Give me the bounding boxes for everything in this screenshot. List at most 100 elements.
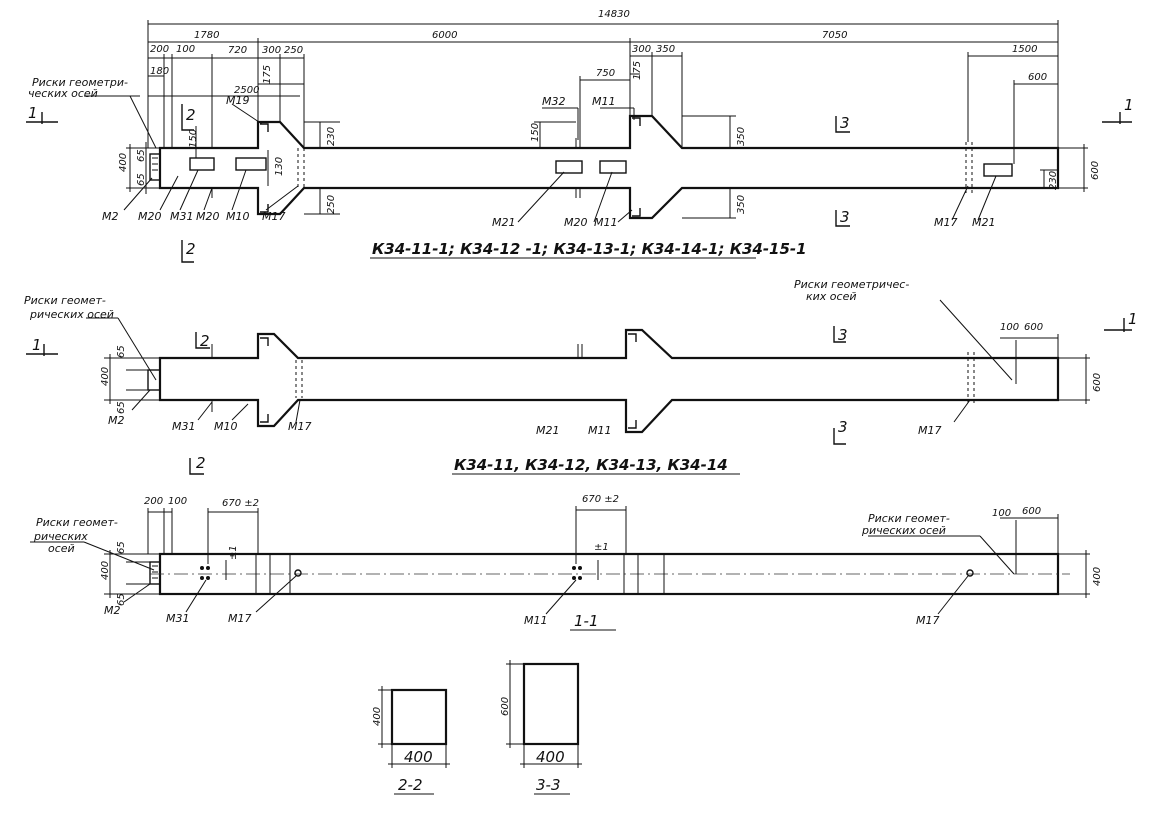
beam2-section-1-left: 1 [32,336,42,354]
beam1-dim-2500: 2500 [234,85,259,96]
beam1-dim-h230b: 230 [1048,171,1059,190]
beam1-mark-m32: М32 [542,95,566,108]
beam3-axis-note-left-2: рических [33,530,88,543]
beam2-section-2-top: 2 [200,332,210,350]
section-2-2-label: 2-2 [398,776,423,794]
beam1-dim-300b: 300 [632,44,651,55]
section-3-3-label: 3-3 [536,776,561,794]
beam1-dim-h130: 130 [274,157,285,176]
section-3-3-outline [522,662,580,746]
beam3-dim-pm1b: ±1 [594,542,609,553]
beam1-mark-m17r: М17 [934,216,958,229]
beam1-dim-250: 250 [284,45,303,56]
beam1-plate-m10 [235,157,267,171]
beam1-dim-175a: 175 [262,65,273,84]
beam3-axis-note-right-2: рических осей [861,524,946,537]
beam2-mark-m31: М31 [172,420,196,433]
beam3-dim-100r: 100 [992,508,1011,519]
beam1-dim-h65a: 65 [136,149,147,162]
beam1-mark-m2: М2 [102,210,119,223]
beam1-title: К34-11-1; К34-12 -1; К34-13-1; К34-14-1;… [372,240,807,258]
beam2-dim-h65a: 65 [116,345,127,358]
beam3-axis-note-right-1: Риски геомет- [868,512,950,525]
beam1-mark-m21a: М21 [492,216,516,229]
beam3-hole-right [966,569,974,577]
beam2-end-plate [147,369,161,391]
beam1-dim-total: 14830 [598,9,630,20]
section-2-2-width: 400 [404,748,433,766]
beam1-dim-h150a: 150 [188,129,199,148]
beam1-section-1-left: 1 [28,104,38,122]
beam2-axis-note-right-1: Риски геометричес- [794,278,909,291]
beam3-end-plate [149,561,161,585]
beam1-mark-m21b: М21 [972,216,996,229]
beam1-mark-m20c: М20 [564,216,588,229]
beam1-dim-h65b: 65 [136,173,147,186]
beam1-view: 14830 1780 6000 7050 200 100 180 720 300… [26,9,1134,263]
beam2-view: Риски геомет- рических осей Риски геомет… [24,278,1138,475]
beam3-title: 1-1 [574,612,599,630]
beam1-dim-350: 350 [656,44,675,55]
beam1-section-3-top: 3 [840,114,850,132]
beam2-axis-note-left-2: рических осей [29,308,114,321]
section-3-3-height: 600 [500,697,511,716]
beam3-axis-note-left-3: осей [48,542,75,555]
beam1-plate-m31 [189,157,215,171]
beam1-plate-m20c [599,160,627,174]
section-3-3-width: 400 [536,748,565,766]
beam3-axis-note-left-1: Риски геомет- [36,516,118,529]
beam3-dim-670b: 670 ±2 [582,494,619,505]
beam1-mark-m31: М31 [170,210,194,223]
beam1-plate-m21b [983,163,1013,177]
beam1-section-3-bottom: 3 [840,208,850,226]
beam1-dim-h250: 250 [326,195,337,214]
beam1-dim-h230a: 230 [326,127,337,146]
beam3-mark-m2: М2 [104,604,121,617]
beam1-dim-750: 750 [596,68,615,79]
beam2-section-3-bottom: 3 [838,418,848,436]
beam1-plate-m21a [555,160,583,174]
beam1-dim-h600: 600 [1090,161,1101,180]
beam1-dim-300a: 300 [262,45,281,56]
beam1-dim-720: 720 [228,45,247,56]
beam3-dim-600r: 600 [1022,506,1041,517]
beam3-hole-left [294,569,302,577]
beam3-dim-200: 200 [144,496,163,507]
beam3-dim-pm1a: ±1 [228,545,239,560]
beam1-dim-175b: 175 [632,61,643,80]
beam1-dim-1500: 1500 [1012,44,1037,55]
beam3-mark-m17r: М17 [916,614,940,627]
beam3-view: Риски геомет- рических осей Риски геомет… [30,494,1103,631]
beam1-dim-seg-right: 7050 [822,30,847,41]
beam1-mark-m17: М17 [262,210,286,223]
beam2-mark-m21: М21 [536,424,560,437]
beam2-section-1-right: 1 [1128,310,1138,328]
beam1-mark-m11-top: М11 [592,95,616,108]
beam2-mark-m11: М11 [588,424,612,437]
beam1-dim-100: 100 [176,44,195,55]
beam1-mark-m11-bot: М11 [594,216,618,229]
beam1-mark-m20a: М20 [138,210,162,223]
beam2-mark-m17: М17 [288,420,312,433]
section-3-3: 600 400 3-3 [500,660,582,795]
beam1-dim-h150b: 150 [530,123,541,142]
beam2-title: К34-11, К34-12, К34-13, К34-14 [454,456,728,474]
beam1-mark-m20b: М20 [196,210,220,223]
beam3-dim-100: 100 [168,496,187,507]
beam1-section-2-top: 2 [186,106,196,124]
beam3-mark-m11: М11 [524,614,548,627]
beam2-section-3-top: 3 [838,326,848,344]
beam3-dim-h400r: 400 [1092,567,1103,586]
beam1-dim-200: 200 [150,44,169,55]
beam1-outline [158,114,1060,220]
beam1-section-1-right: 1 [1124,96,1134,114]
beam2-dim-h65b: 65 [116,401,127,414]
beam1-axis-note-2: ческих осей [28,87,98,100]
beam3-mark-m31: М31 [166,612,190,625]
beam3-mark-m17: М17 [228,612,252,625]
beam1-mark-m10: М10 [226,210,250,223]
beam2-dim-h600: 600 [1092,373,1103,392]
beam2-mark-m2: М2 [108,414,125,427]
beam2-outline [158,328,1060,434]
